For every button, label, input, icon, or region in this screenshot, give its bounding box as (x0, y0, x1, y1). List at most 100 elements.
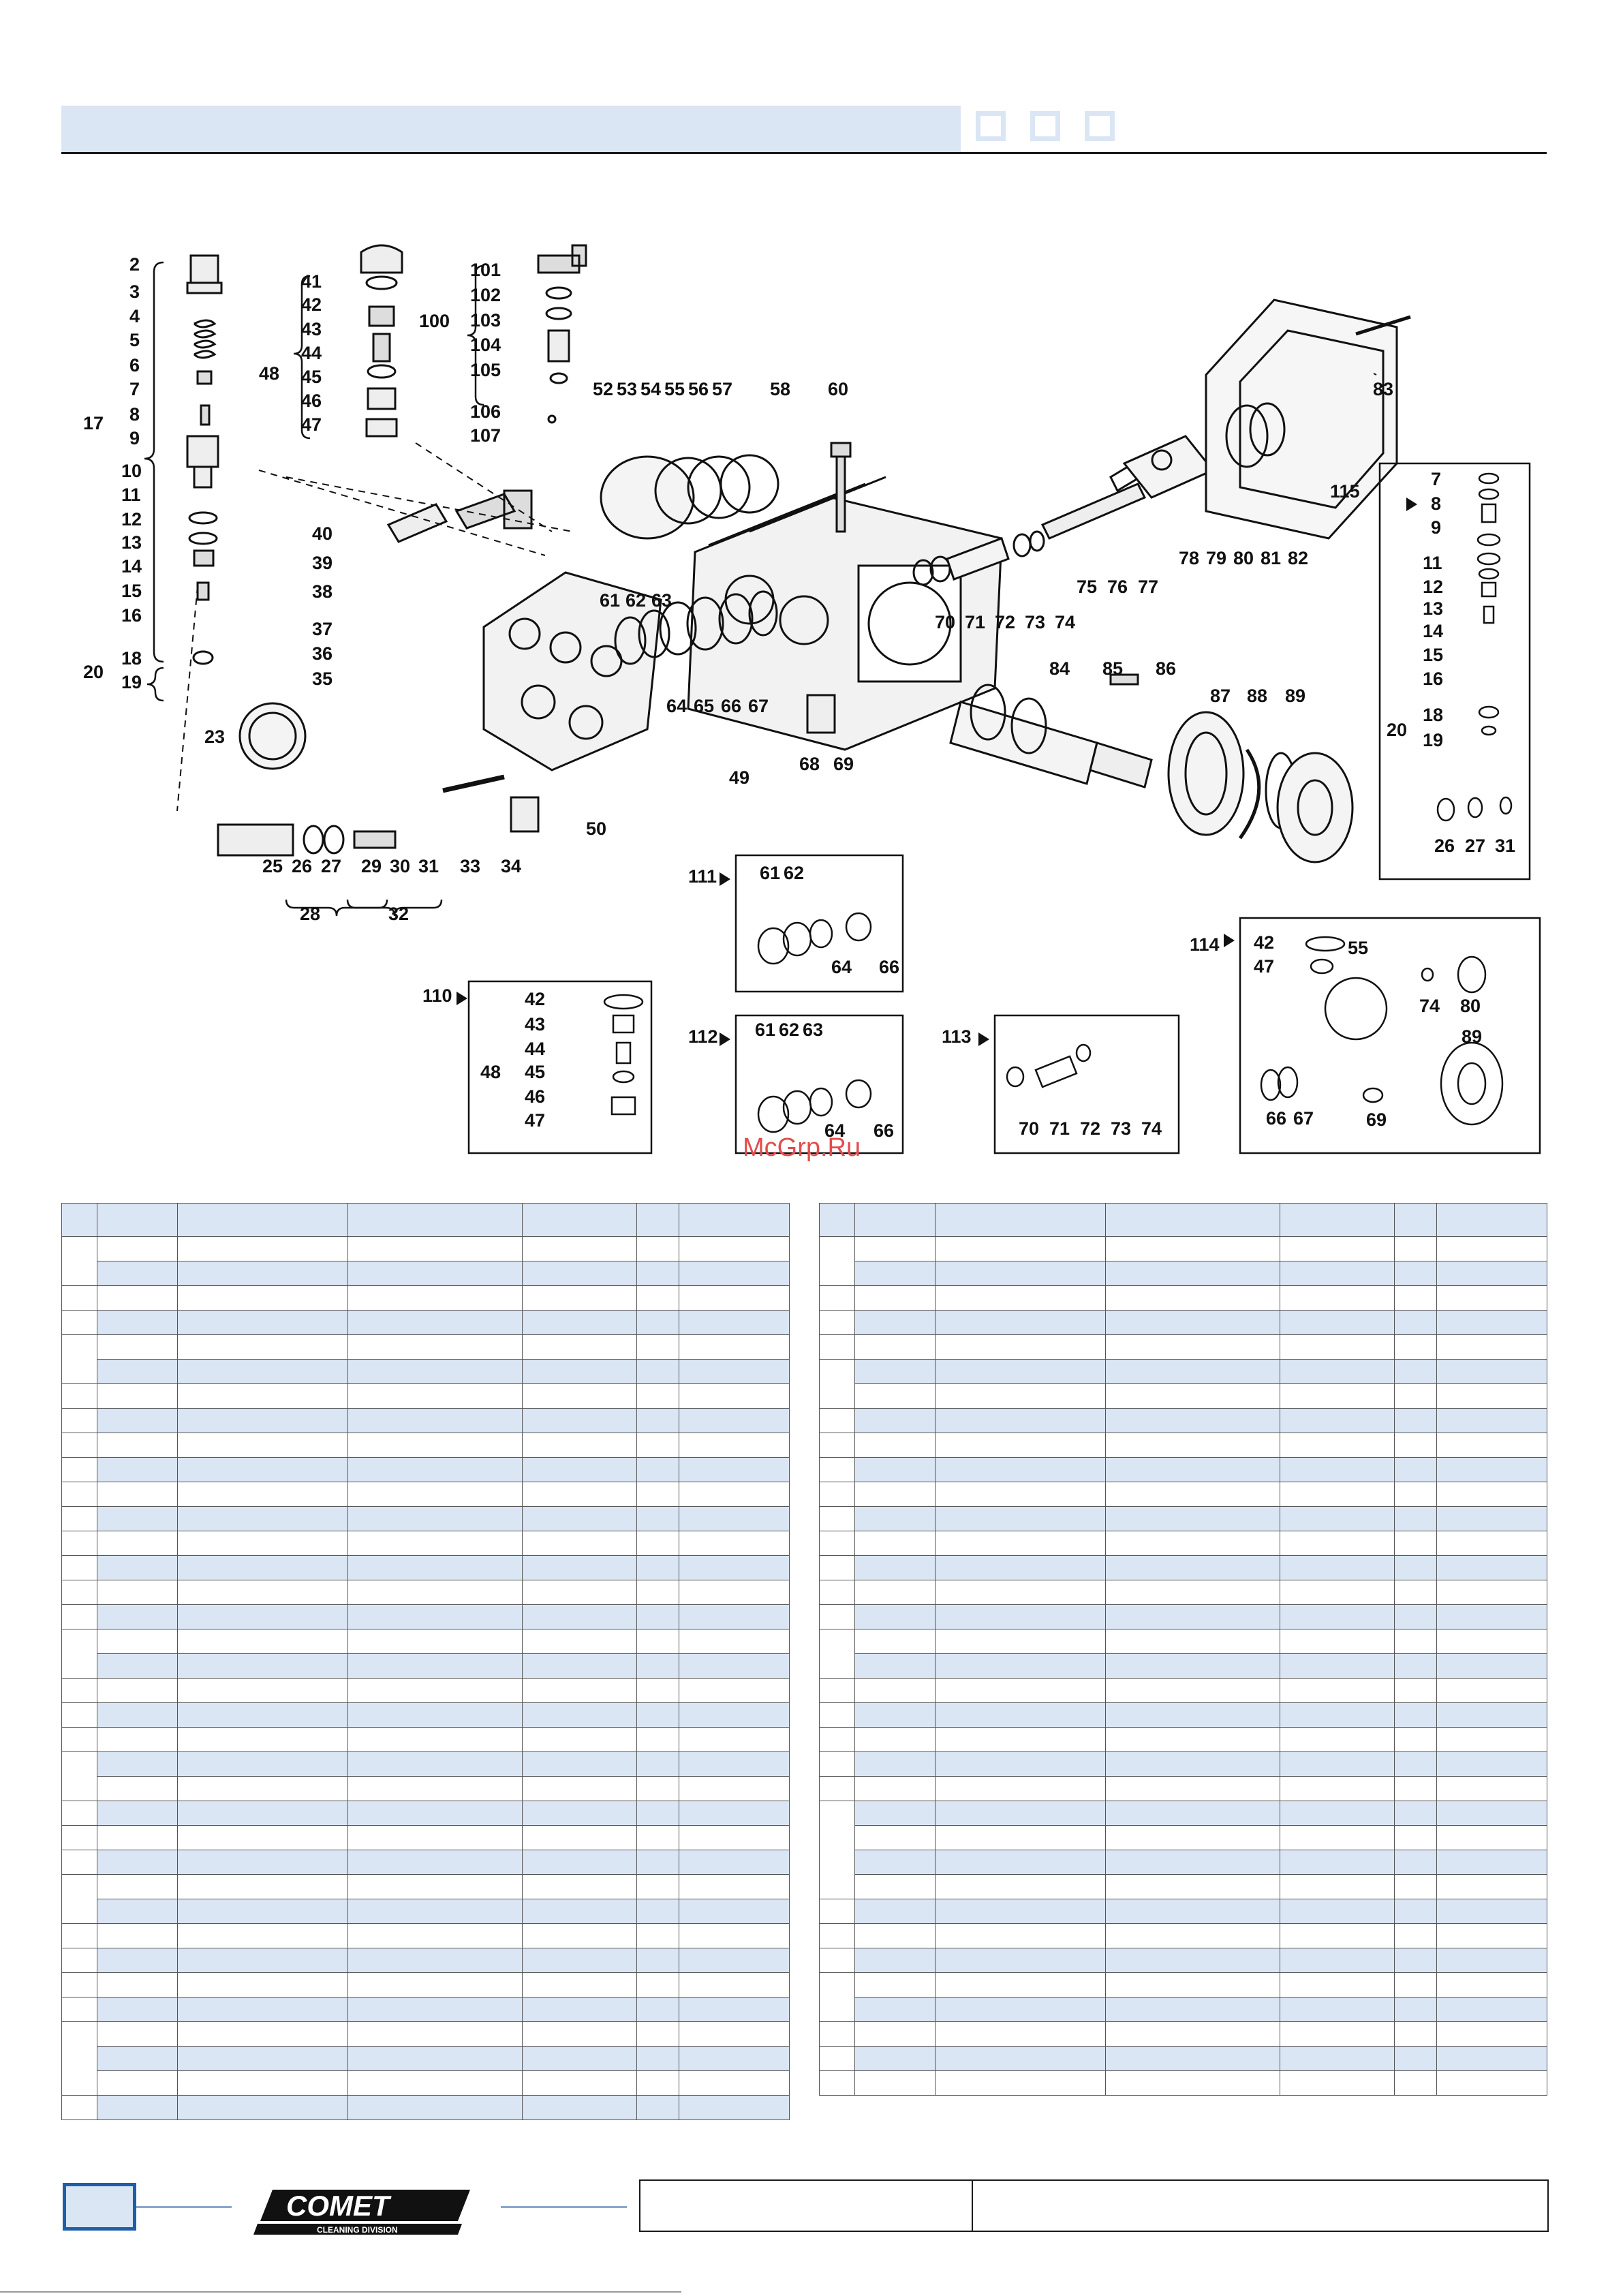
kit114-74: 74 (1419, 996, 1440, 1016)
table-cell (854, 1923, 936, 1948)
callout-41: 41 (301, 271, 322, 292)
table-cell (1280, 1801, 1395, 1826)
callout-64: 64 (666, 696, 687, 716)
table-cell (97, 1702, 178, 1728)
callout-11: 11 (121, 485, 141, 505)
table-cell (522, 1874, 637, 1899)
table-cell (854, 1531, 936, 1556)
table-row (61, 1972, 790, 1997)
table-header-row (61, 1203, 790, 1237)
key-cell (819, 1923, 855, 1948)
table-cell (1280, 1580, 1395, 1605)
kit112-61: 61 (755, 1020, 775, 1040)
table-row (819, 1899, 1547, 1924)
table-cell (854, 1751, 936, 1777)
table-cell (522, 1653, 637, 1679)
table-cell (1436, 1997, 1547, 2022)
table-cell (636, 2046, 679, 2071)
table-row (820, 1653, 1547, 1679)
table-cell (935, 1948, 1106, 1973)
table-cell (636, 1899, 679, 1924)
table-cell (522, 1580, 637, 1605)
table-cell (1394, 1236, 1437, 1261)
table-cell (854, 1850, 936, 1875)
table-cell (177, 1383, 348, 1409)
kit115-14: 14 (1423, 621, 1443, 641)
table-cell (679, 1997, 790, 2022)
col-code (97, 1203, 178, 1237)
callout-42: 42 (301, 294, 322, 315)
kit110-45: 45 (525, 1062, 545, 1082)
callout-43: 43 (301, 319, 322, 339)
key-cell (819, 1334, 855, 1360)
table-cell (97, 2046, 178, 2071)
table-cell (854, 2021, 936, 2047)
table-row (819, 1580, 1547, 1605)
table-cell (636, 1972, 679, 1997)
callout-55: 55 (664, 379, 685, 399)
table-cell (1280, 1899, 1395, 1924)
callout-36: 36 (312, 643, 333, 664)
footer-line-left (136, 2206, 232, 2208)
table-cell (1280, 1261, 1395, 1286)
table-cell (1105, 1383, 1280, 1409)
callout-4: 4 (129, 306, 140, 326)
callout-75: 75 (1077, 577, 1097, 597)
table-cell (522, 1825, 637, 1850)
table-cell (636, 1604, 679, 1629)
table-cell (636, 1555, 679, 1580)
kit112-66: 66 (874, 1120, 894, 1141)
key-cell (61, 1948, 97, 1973)
table-cell (1280, 1850, 1395, 1875)
table-cell (679, 1751, 790, 1777)
table-row (61, 1433, 790, 1458)
col-key (819, 1203, 855, 1237)
table-row (61, 1727, 790, 1752)
callouts: 2 3 4 5 6 7 8 9 10 11 12 13 14 15 16 17 … (83, 254, 1515, 1141)
table-cell (177, 2046, 348, 2071)
table-cell (522, 1555, 637, 1580)
kit115-15: 15 (1423, 645, 1443, 665)
table-cell (854, 1310, 936, 1335)
table-cell (1394, 1334, 1437, 1360)
table-cell (347, 1948, 523, 1973)
table-cell (935, 1653, 1106, 1679)
kit110-44: 44 (525, 1039, 545, 1059)
table-cell (1280, 1236, 1395, 1261)
kit115-26: 26 (1434, 836, 1455, 856)
table-cell (347, 1457, 523, 1482)
key-cell (61, 1482, 97, 1507)
table-cell (1436, 1359, 1547, 1384)
table-cell (935, 1236, 1106, 1261)
table-row (61, 1997, 790, 2022)
table-row (61, 2095, 790, 2120)
kit111-66: 66 (879, 957, 899, 977)
table-cell (347, 1285, 523, 1311)
key-cell (61, 2095, 97, 2120)
callout-39: 39 (312, 553, 333, 573)
table-cell (636, 2070, 679, 2096)
key-cell (819, 2046, 855, 2071)
table-cell (177, 1506, 348, 1531)
table-cell (1280, 1506, 1395, 1531)
table-cell (679, 1653, 790, 1679)
key-cell (61, 1874, 97, 1924)
callout-6: 6 (129, 355, 140, 376)
callout-88: 88 (1247, 686, 1267, 706)
table-cell (347, 1604, 523, 1629)
table-cell (177, 1923, 348, 1948)
table-cell (679, 1948, 790, 1973)
table-row (61, 1751, 790, 1801)
table-cell (935, 2046, 1106, 2071)
table-cell (97, 1433, 178, 1458)
table-cell (935, 1972, 1106, 1997)
callout-49: 49 (729, 767, 749, 788)
callout-12: 12 (121, 509, 142, 530)
table-cell (1394, 1383, 1437, 1409)
table-row (61, 1531, 790, 1556)
table-cell (854, 1236, 936, 1261)
table-cell (347, 1678, 523, 1703)
table-cell (935, 1801, 1106, 1826)
table-cell (97, 1776, 178, 1801)
table-cell (1436, 1776, 1547, 1801)
